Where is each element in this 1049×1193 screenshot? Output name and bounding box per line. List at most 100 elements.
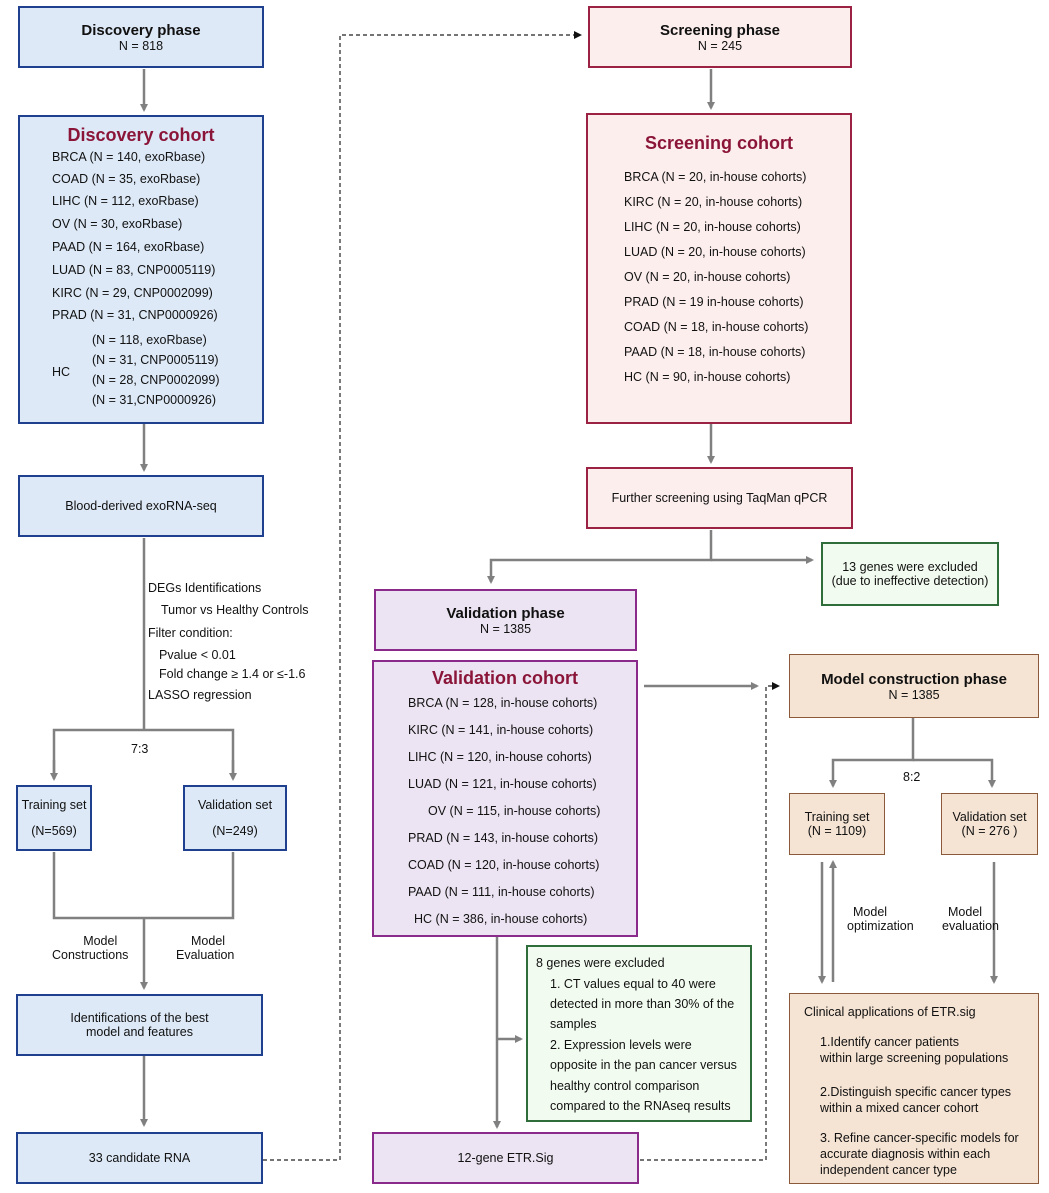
clinical-line: accurate diagnosis within each xyxy=(820,1147,991,1161)
discovery-cohort-item: LIHC (N = 112, exoRbase) xyxy=(52,194,199,208)
model-constructions-l1: Model xyxy=(83,934,118,948)
training-set-left-n: (N=569) xyxy=(31,824,77,838)
validation-set-right-n: (N = 276 ) xyxy=(961,824,1018,838)
training-set-left-box: Training set (N=569) xyxy=(16,785,92,851)
screening-phase-n: N = 245 xyxy=(697,38,743,53)
discovery-cohort-item: OV (N = 30, exoRbase) xyxy=(52,217,183,231)
screening-cohort-title: Screening cohort xyxy=(644,133,794,153)
discovery-cohort-item: PAAD (N = 164, exoRbase) xyxy=(52,240,205,254)
discovery-cohort-item: BRCA (N = 140, exoRbase) xyxy=(52,150,206,164)
clinical-line: 3. Refine cancer-specific models for xyxy=(820,1131,1019,1145)
validation-cohort-item: PAAD (N = 111, in-house cohorts) xyxy=(408,885,595,899)
exorna-seq-label: Blood-derived exoRNA-seq xyxy=(65,499,217,513)
model-evaluation-left-label: Model Evaluation xyxy=(176,934,234,962)
split-ratio-left: 7:3 xyxy=(131,742,149,756)
best-model-l2: model and features xyxy=(85,1025,193,1039)
screening-cohort-item: PAAD (N = 18, in-house cohorts) xyxy=(624,345,806,359)
validation-set-right-title: Validation set xyxy=(952,810,1027,824)
hc-item: (N = 31,CNP0000926) xyxy=(92,393,217,407)
hc-item: (N = 31, CNP0005119) xyxy=(92,353,219,367)
validation-phase-title: Validation phase xyxy=(446,604,565,622)
model-phase-title: Model construction phase xyxy=(821,670,1007,688)
model-constructions-l2: Constructions xyxy=(52,948,129,962)
excluded-13-box: 13 genes were excluded (due to ineffecti… xyxy=(821,542,999,606)
validation-cohort-box: Validation cohort BRCA (N = 128, in-hous… xyxy=(372,660,638,937)
clinical-line: 2.Distinguish specific cancer types xyxy=(820,1085,1012,1099)
taqman-box: Further screening using TaqMan qPCR xyxy=(586,467,853,529)
model-evaluation-left-l2: Evaluation xyxy=(176,948,235,962)
screening-cohort-item: LUAD (N = 20, in-house cohorts) xyxy=(624,245,806,259)
screening-cohort-item: OV (N = 20, in-house cohorts) xyxy=(624,270,791,284)
screening-cohort-item: BRCA (N = 20, in-house cohorts) xyxy=(624,170,807,184)
candidate-rna-label: 33 candidate RNA xyxy=(88,1151,191,1165)
discovery-phase-n: N = 818 xyxy=(118,38,164,53)
validation-cohort-item: BRCA (N = 128, in-house cohorts) xyxy=(408,696,598,710)
model-phase-n: N = 1385 xyxy=(888,687,940,702)
screening-phase-title: Screening phase xyxy=(659,21,781,39)
exorna-seq-box: Blood-derived exoRNA-seq xyxy=(18,475,264,537)
discovery-cohort-item: COAD (N = 35, exoRbase) xyxy=(52,172,201,186)
excluded-8-line: 2. Expression levels were xyxy=(550,1038,692,1052)
validation-cohort-item: LIHC (N = 120, in-house cohorts) xyxy=(408,750,592,764)
discovery-cohort-title: Discovery cohort xyxy=(67,125,215,145)
validation-cohort-item: LUAD (N = 121, in-house cohorts) xyxy=(408,777,597,791)
validation-set-left-title: Validation set xyxy=(197,798,273,812)
validation-set-left-n: (N=249) xyxy=(212,824,258,838)
validation-set-right-box: Validation set (N = 276 ) xyxy=(941,793,1038,855)
screening-cohort-box: Screening cohort BRCA (N = 20, in-house … xyxy=(586,113,852,424)
best-model-box: Identifications of the best model and fe… xyxy=(16,994,263,1056)
clinical-line: 1.Identify cancer patients xyxy=(820,1035,959,1049)
screening-cohort-item: PRAD (N = 19 in-house cohorts) xyxy=(624,295,804,309)
model-phase-box: Model construction phase N = 1385 xyxy=(789,654,1039,718)
hc-label: HC xyxy=(52,365,71,379)
split-ratio-right: 8:2 xyxy=(903,770,921,784)
excluded-8-line: detected in more than 30% of the xyxy=(550,997,735,1011)
discovery-cohort-item: LUAD (N = 83, CNP0005119) xyxy=(52,263,216,277)
discovery-phase-box: Discovery phase N = 818 xyxy=(18,6,264,68)
model-evaluation-right-l2: evaluation xyxy=(942,919,999,933)
screening-cohort-item: HC (N = 90, in-house cohorts) xyxy=(624,370,791,384)
candidate-rna-box: 33 candidate RNA xyxy=(16,1132,263,1184)
deg-line: Pvalue < 0.01 xyxy=(159,648,236,662)
excluded-8-box: 8 genes were excluded 1. CT values equal… xyxy=(526,945,752,1122)
clinical-line: within a mixed cancer cohort xyxy=(820,1101,979,1115)
model-constructions-label: Model Constructions xyxy=(52,934,128,962)
discovery-cohort-box: Discovery cohort BRCA (N = 140, exoRbase… xyxy=(18,115,264,424)
discovery-cohort-item: PRAD (N = 31, CNP0000926) xyxy=(52,308,218,322)
model-optimization-l2: optimization xyxy=(847,919,914,933)
excluded-8-line: samples xyxy=(550,1017,597,1031)
excluded-8-line: healthy control comparison xyxy=(550,1079,700,1093)
model-evaluation-left-l1: Model xyxy=(191,934,226,948)
screening-phase-box: Screening phase N = 245 xyxy=(588,6,852,68)
best-model-l1: Identifications of the best xyxy=(70,1011,209,1025)
validation-phase-box: Validation phase N = 1385 xyxy=(374,589,637,651)
clinical-line: within large screening populations xyxy=(820,1051,1009,1065)
deg-line: Fold change ≥ 1.4 or ≤-1.6 xyxy=(159,667,306,681)
taqman-label: Further screening using TaqMan qPCR xyxy=(611,491,828,505)
model-optimization-label: Model optimization xyxy=(847,905,914,933)
discovery-phase-title: Discovery phase xyxy=(81,21,201,39)
hc-item: (N = 118, exoRbase) xyxy=(92,333,207,347)
excluded-8-line: 1. CT values equal to 40 were xyxy=(550,977,716,991)
validation-phase-n: N = 1385 xyxy=(479,621,532,636)
validation-cohort-item: PRAD (N = 143, in-house cohorts) xyxy=(408,831,599,845)
training-set-right-box: Training set (N = 1109) xyxy=(789,793,885,855)
screening-cohort-item: LIHC (N = 20, in-house cohorts) xyxy=(624,220,801,234)
excluded-8-line: opposite in the pan cancer versus xyxy=(550,1058,737,1072)
training-set-left-title: Training set xyxy=(21,798,87,812)
training-set-right-title: Training set xyxy=(804,810,870,824)
excluded-13-l2: (due to ineffective detection) xyxy=(831,574,989,588)
deg-line: DEGs Identifications xyxy=(148,581,262,595)
deg-line: Filter condition: xyxy=(148,626,233,640)
training-set-right-n: (N = 1109) xyxy=(807,824,867,838)
excluded-13-l1: 13 genes were excluded xyxy=(842,560,978,574)
validation-cohort-item: HC (N = 386, in-house cohorts) xyxy=(414,912,588,926)
screening-cohort-item: COAD (N = 18, in-house cohorts) xyxy=(624,320,809,334)
validation-cohort-item: OV (N = 115, in-house cohorts) xyxy=(428,804,601,818)
validation-cohort-item: COAD (N = 120, in-house cohorts) xyxy=(408,858,600,872)
excluded-8-line: compared to the RNAseq results xyxy=(550,1099,731,1113)
model-optimization-l1: Model xyxy=(853,905,888,919)
deg-line: LASSO regression xyxy=(148,688,252,702)
validation-cohort-item: KIRC (N = 141, in-house cohorts) xyxy=(408,723,594,737)
